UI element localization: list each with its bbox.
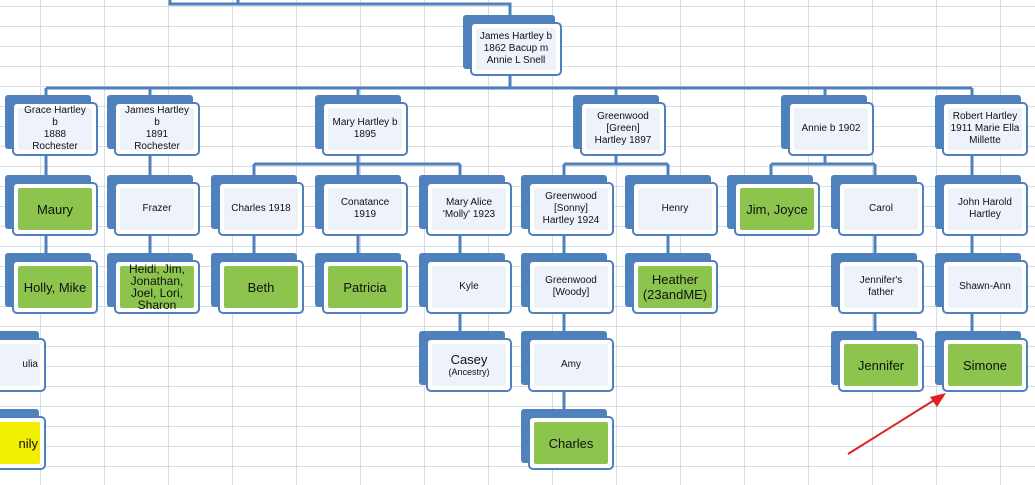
node-label: Heidi, Jim, Jonathan, Joel, Lori, Sharon — [128, 262, 185, 312]
node-shawn-ann[interactable]: Shawn-Ann — [935, 253, 1028, 314]
node-label: James Hartley b 1891 Rochester — [125, 105, 189, 152]
node-carol[interactable]: Carol — [831, 175, 924, 236]
node-label: Frazer — [142, 203, 172, 214]
node-cutoff-emily[interactable]: nily — [0, 409, 46, 470]
node-label: Greenwood [Woody] — [545, 275, 597, 298]
annotation-arrow — [847, 393, 946, 455]
node-mary-alice-molly[interactable]: Mary Alice 'Molly' 1923 — [419, 175, 512, 236]
node-label: Mary Hartley b 1895 — [332, 117, 398, 140]
node-charles[interactable]: Charles — [521, 409, 614, 470]
node-label: Jennifer's father — [859, 275, 903, 298]
node-label: Jennifer — [857, 357, 905, 373]
node-label: Shawn-Ann — [959, 281, 1011, 292]
node-label: Beth — [247, 279, 275, 295]
node-patricia[interactable]: Patricia — [315, 253, 408, 314]
node-label: Charles 1918 — [231, 203, 291, 214]
node-amy[interactable]: Amy — [521, 331, 614, 392]
node-heidi-jim-jonathan[interactable]: Heidi, Jim, Jonathan, Joel, Lori, Sharon — [107, 253, 200, 314]
node-jennifer[interactable]: Jennifer — [831, 331, 924, 392]
node-label: Greenwood [Sonny] Hartley 1924 — [542, 191, 600, 226]
node-label: Mary Alice 'Molly' 1923 — [442, 197, 496, 220]
node-label: Patricia — [343, 279, 387, 295]
node-label: Jim, Joyce — [746, 201, 808, 217]
node-henry[interactable]: Henry — [625, 175, 718, 236]
node-label: ulia — [22, 359, 38, 370]
node-label: Grace Hartley b 1888 Rochester — [24, 105, 86, 152]
node-label: Holly, Mike — [23, 279, 87, 295]
node-simone[interactable]: Simone — [935, 331, 1028, 392]
node-maury[interactable]: Maury — [5, 175, 98, 236]
node-robert-hartley[interactable]: Robert Hartley 1911 Marie Ella Millette — [935, 95, 1028, 156]
node-frazer[interactable]: Frazer — [107, 175, 200, 236]
arrow-shaft — [847, 398, 937, 455]
node-john-harold-hartley[interactable]: John Harold Hartley — [935, 175, 1028, 236]
node-label-main: Casey — [450, 352, 488, 367]
node-label: Kyle — [459, 281, 479, 292]
node-label: Maury — [36, 201, 74, 217]
node-jennifers-father[interactable]: Jennifer's father — [831, 253, 924, 314]
node-charles-1918[interactable]: Charles 1918 — [211, 175, 304, 236]
node-greenwood-green-hartley[interactable]: Greenwood [Green] Hartley 1897 — [573, 95, 666, 156]
node-label: James Hartley b 1862 Bacup m Annie L Sne… — [479, 31, 553, 66]
node-label: Casey(Ancestry) — [446, 352, 491, 378]
node-cutoff-julia[interactable]: ulia — [0, 331, 46, 392]
node-label: Heather (23andME) — [642, 272, 708, 302]
node-james-hartley-1891[interactable]: James Hartley b 1891 Rochester — [107, 95, 200, 156]
node-label: Greenwood [Green] Hartley 1897 — [594, 111, 652, 146]
node-label: John Harold Hartley — [958, 197, 1012, 220]
node-mary-hartley[interactable]: Mary Hartley b 1895 — [315, 95, 408, 156]
node-label: nily — [18, 435, 38, 451]
node-label-sub: (Ancestry) — [448, 367, 490, 377]
node-jim-joyce[interactable]: Jim, Joyce — [727, 175, 820, 236]
node-annie[interactable]: Annie b 1902 — [781, 95, 874, 156]
node-heather[interactable]: Heather (23andME) — [625, 253, 718, 314]
node-label: Robert Hartley 1911 Marie Ella Millette — [950, 111, 1020, 146]
node-james-hartley-1862[interactable]: James Hartley b 1862 Bacup m Annie L Sne… — [463, 15, 562, 76]
node-label: Simone — [962, 357, 1008, 373]
node-label: Conatance 1919 — [340, 197, 390, 220]
arrow-head — [930, 393, 946, 407]
node-label: Charles — [548, 435, 594, 451]
node-casey[interactable]: Casey(Ancestry) — [419, 331, 512, 392]
node-label: Carol — [869, 203, 893, 214]
node-label: Henry — [661, 203, 689, 214]
node-conatance-1919[interactable]: Conatance 1919 — [315, 175, 408, 236]
node-grace-hartley[interactable]: Grace Hartley b 1888 Rochester — [5, 95, 98, 156]
node-greenwood-sonny-hartley[interactable]: Greenwood [Sonny] Hartley 1924 — [521, 175, 614, 236]
connector-root-incoming — [200, 2, 512, 16]
node-label: Annie b 1902 — [801, 123, 861, 134]
node-greenwood-woody[interactable]: Greenwood [Woody] — [521, 253, 614, 314]
node-holly-mike[interactable]: Holly, Mike — [5, 253, 98, 314]
node-kyle[interactable]: Kyle — [419, 253, 512, 314]
node-beth[interactable]: Beth — [211, 253, 304, 314]
node-label: Amy — [561, 359, 581, 370]
